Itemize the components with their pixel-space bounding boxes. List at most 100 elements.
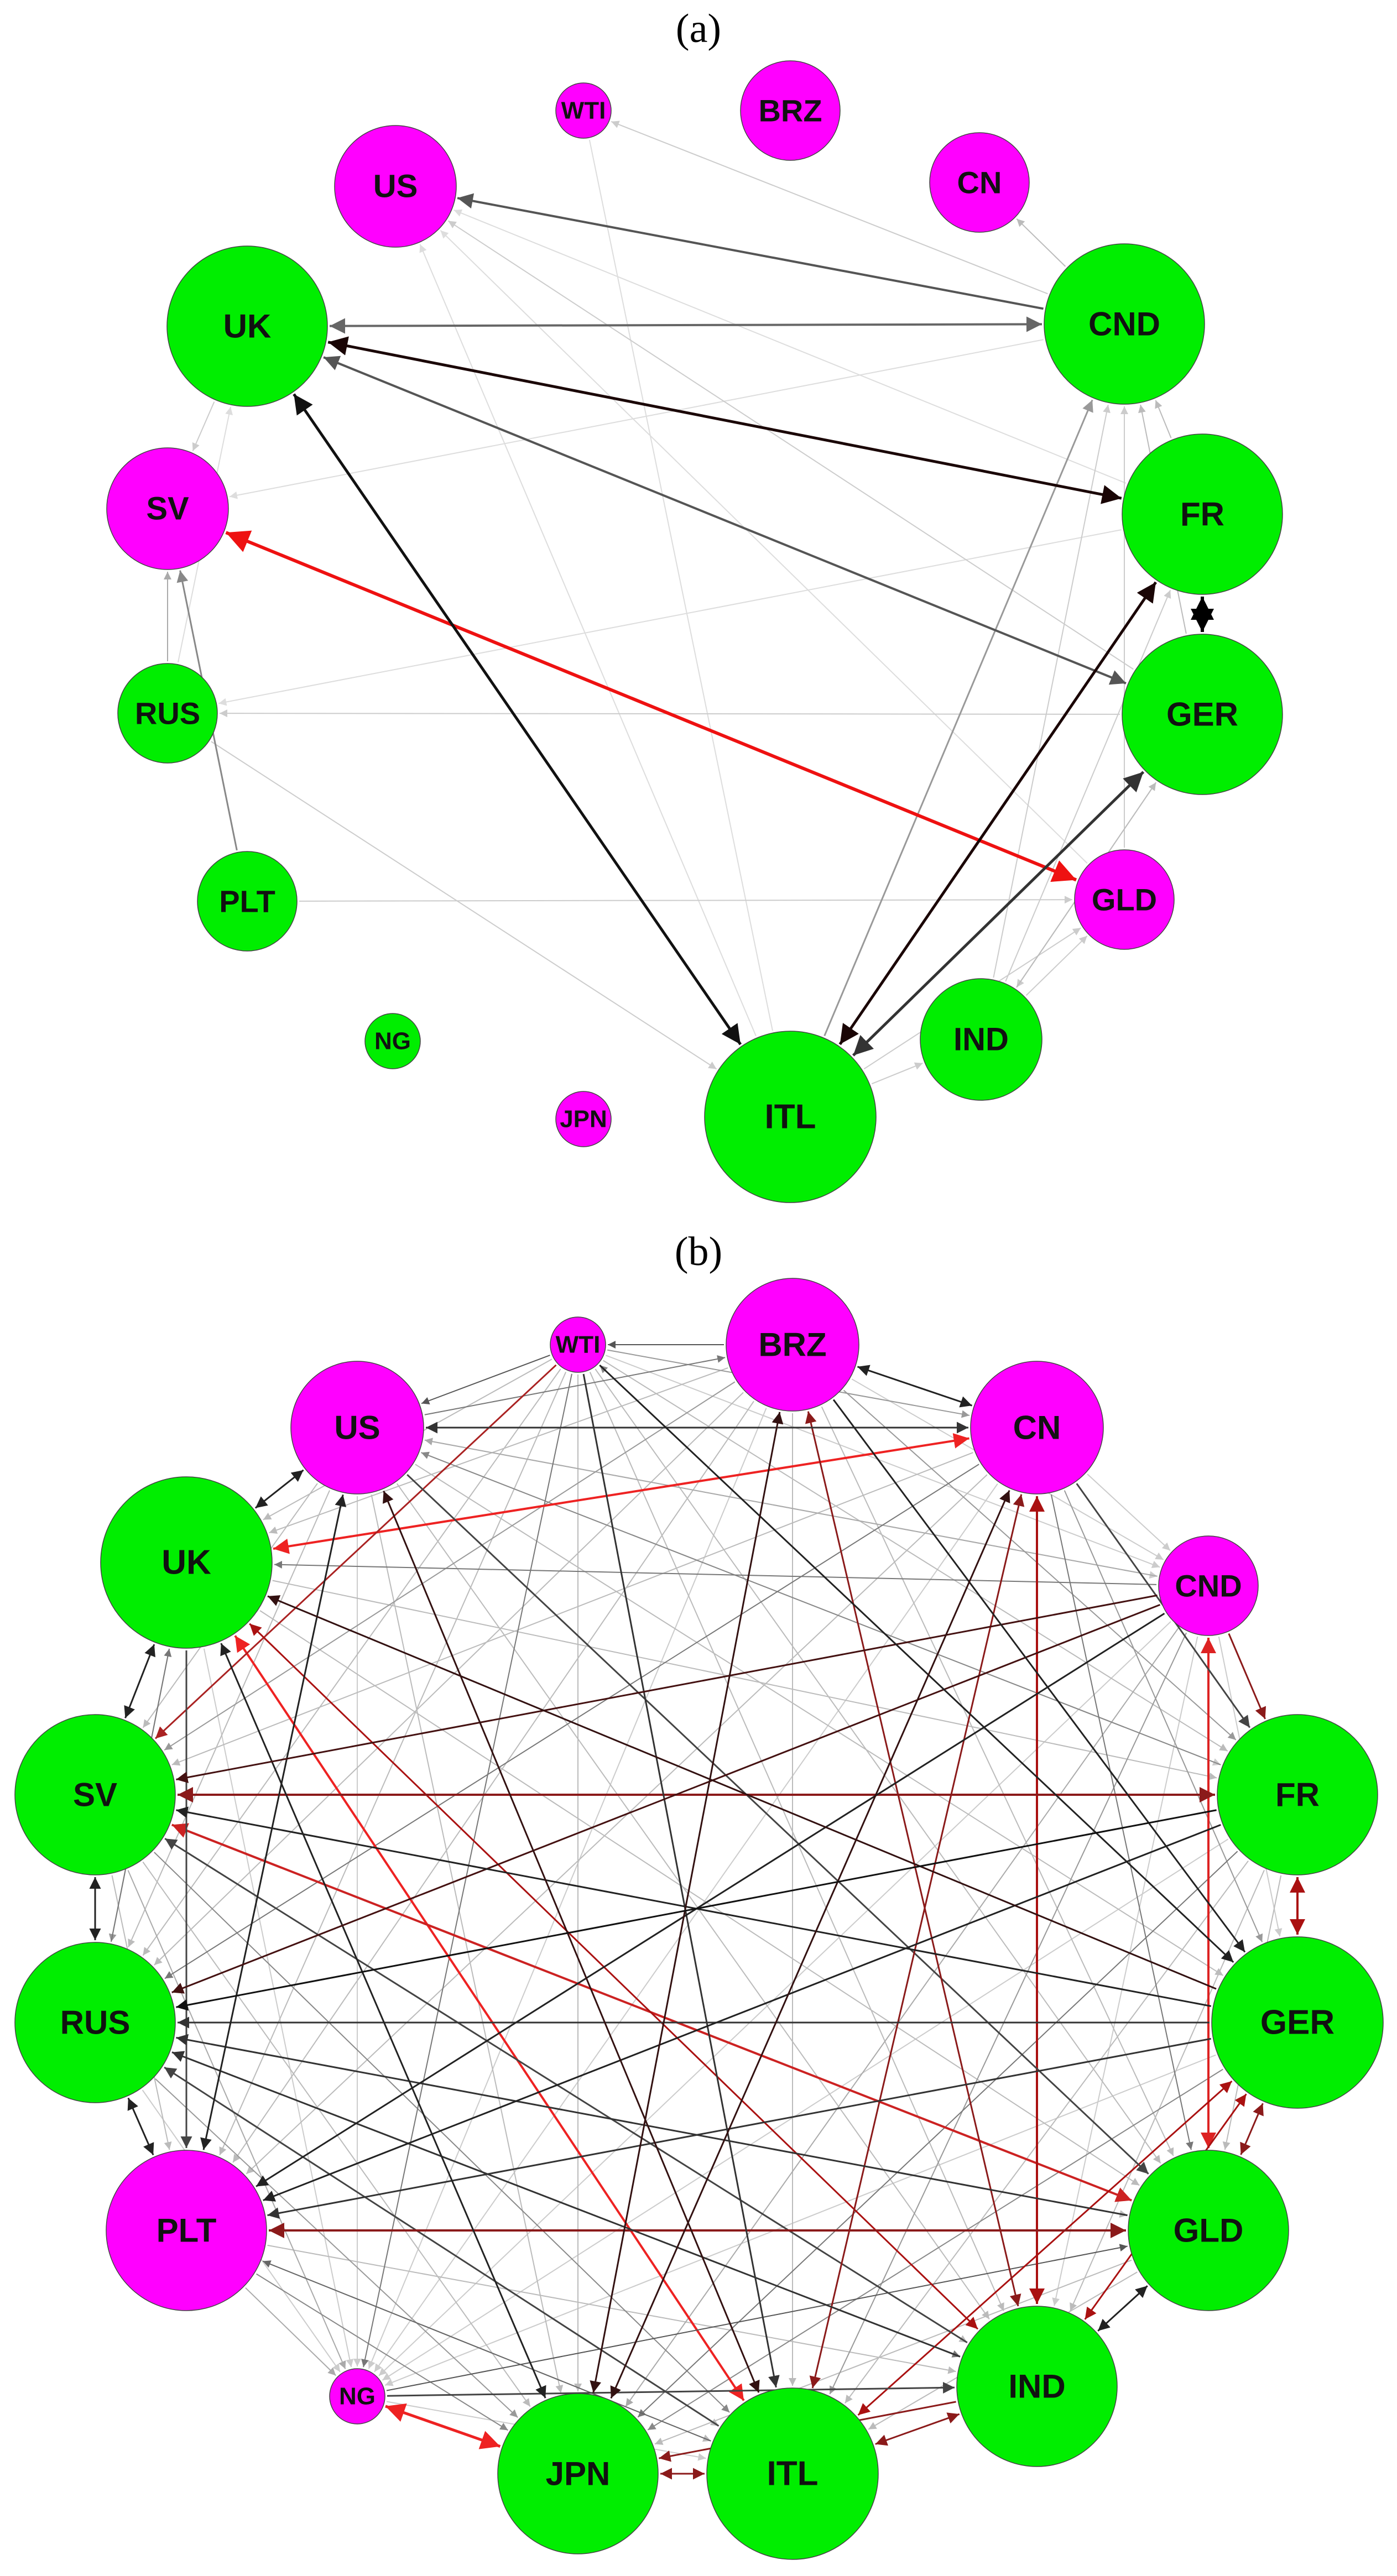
node-brz: BRZ: [740, 60, 841, 161]
node-label: ITL: [765, 1098, 816, 1136]
edge-ind-itl: [875, 2412, 960, 2446]
node-us: US: [290, 1361, 424, 1495]
node-label: NG: [339, 2383, 376, 2410]
edge-ger-us: [447, 220, 1134, 670]
node-circle: [106, 2150, 267, 2311]
node-ger: GER: [1122, 634, 1283, 795]
node-label: UK: [161, 1544, 211, 1582]
node-wti: WTI: [555, 82, 612, 139]
panel-label: (a): [675, 6, 722, 51]
node-label: UK: [223, 308, 272, 345]
node-label: GLD: [1174, 2212, 1244, 2249]
node-label: PLT: [157, 2212, 217, 2249]
node-label: IND: [953, 1022, 1009, 1058]
edge-uk-cnd: [329, 316, 1042, 334]
node-jpn: JPN: [497, 2393, 659, 2554]
node-label: WTI: [561, 97, 606, 124]
edge-brz-ind: [805, 1411, 1021, 2307]
node-circle: [920, 978, 1042, 1101]
node-circle: [956, 2306, 1118, 2467]
node-itl: ITL: [706, 2387, 879, 2560]
edge-gld-plt: [299, 896, 1073, 904]
edge-fr-cnd: [1155, 400, 1172, 438]
edge-uk-sv: [124, 1644, 155, 1718]
node-circle: [1044, 243, 1205, 405]
edge-itl-cn: [809, 1494, 1025, 2389]
edge-cn-cnd: [1087, 1474, 1171, 1551]
node-circle: [117, 663, 218, 764]
node-circle: [290, 1361, 424, 1495]
edge-brz-plt: [232, 1401, 754, 2163]
edge-us-jpn: [371, 1495, 564, 2394]
node-uk: UK: [100, 1476, 273, 1649]
edge-ger-uk: [267, 1595, 1217, 1990]
edge-uk-us: [254, 1469, 304, 1509]
node-circle: [1211, 1936, 1384, 2109]
edge-brz-rus: [154, 1392, 744, 1966]
edge-cnd-ng: [378, 1621, 1171, 2376]
node-label: SV: [73, 1776, 117, 1814]
edge-itl-ind: [871, 1062, 923, 1085]
node-rus: RUS: [117, 663, 218, 764]
node-ng: NG: [364, 1013, 421, 1069]
edge-cnd-us: [457, 193, 1044, 310]
node-circle: [550, 1316, 606, 1373]
node-label: GLD: [1092, 882, 1157, 917]
node-label: US: [334, 1409, 380, 1446]
network-panel-a: (a) WTI BRZ CN US UK CND SV FR RUS GER PLT GLD NG IND…: [0, 0, 1397, 1227]
node-circle: [14, 1714, 176, 1875]
edge-uk-jpn: [220, 1643, 546, 2399]
node-circle: [1158, 1535, 1259, 1636]
edge-brz-ng: [368, 1408, 767, 2369]
edge-itl-fr: [838, 581, 1157, 1046]
node-label: CN: [957, 165, 1002, 200]
edge-wti-us: [421, 1355, 550, 1404]
node-label: BRZ: [758, 1326, 826, 1363]
edge-cn-sv: [171, 1452, 973, 1766]
node-plt: PLT: [197, 851, 298, 952]
node-label: SV: [146, 491, 189, 527]
edge-cn-cnd: [1016, 218, 1066, 267]
edge-wti-itl: [582, 1373, 780, 2388]
node-brz: BRZ: [726, 1278, 859, 1412]
edge-uk-sv: [192, 401, 215, 451]
node-circle: [334, 125, 457, 248]
node-label: RUS: [60, 2004, 131, 2041]
edge-us-brz: [424, 1355, 726, 1415]
edge-ng-jpn: [385, 2403, 501, 2449]
node-us: US: [334, 125, 457, 248]
edge-fr-ng: [382, 1838, 1229, 2381]
node-circle: [1122, 634, 1283, 795]
edge-ind-sv: [164, 1837, 968, 2344]
edge-us-ind: [396, 1483, 990, 2320]
edge-wti-fr: [603, 1360, 1228, 1752]
node-label: IND: [1008, 2368, 1065, 2405]
node-wti: WTI: [550, 1316, 606, 1373]
node-label: PLT: [219, 884, 275, 919]
node-label: ITL: [767, 2455, 819, 2493]
edge-brz-cn: [857, 1365, 973, 1408]
edge-uk-gld: [259, 1610, 1140, 2186]
node-label: CND: [1175, 1569, 1242, 1603]
node-circle: [555, 1091, 612, 1147]
node-label: JPN: [560, 1106, 607, 1133]
edge-cn-jpn: [610, 1490, 1010, 2399]
node-cnd: CND: [1044, 243, 1205, 405]
node-cn: CN: [970, 1361, 1104, 1495]
node-sv: SV: [14, 1714, 176, 1875]
edge-cn-gld: [1050, 1495, 1193, 2150]
edge-rus-plt: [127, 2097, 154, 2156]
edge-plt-ind: [267, 2244, 956, 2374]
node-fr: FR: [1122, 433, 1283, 595]
node-label: CN: [1013, 1409, 1061, 1446]
edge-wti-itl: [588, 139, 773, 1031]
node-label: FR: [1275, 1776, 1320, 1814]
node-ger: GER: [1211, 1936, 1384, 2109]
node-label: BRZ: [758, 93, 822, 128]
node-circle: [497, 2393, 659, 2554]
node-label: GER: [1260, 2004, 1335, 2042]
edge-fr-rus: [218, 529, 1122, 706]
edge-itl-us: [419, 244, 757, 1037]
edge-fr-rus: [176, 1809, 1217, 2011]
node-ind: IND: [920, 978, 1042, 1101]
